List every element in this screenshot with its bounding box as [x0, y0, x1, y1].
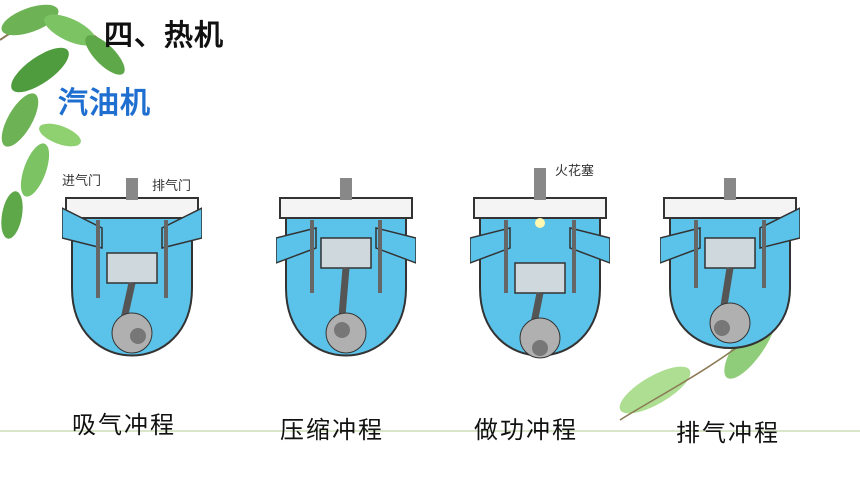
leaves-decoration: [0, 4, 125, 239]
intake-stroke-diagram: [62, 178, 202, 357]
exhaust-valve-label: 排气门: [152, 179, 192, 194]
slide-subtitle: 汽油机: [58, 86, 151, 121]
spark-plug-label: 火花塞: [555, 164, 595, 179]
exhaust-stroke-diagram: [660, 178, 800, 349]
slide-title: 四、热机: [104, 18, 225, 52]
power-stroke-diagram: [470, 168, 610, 359]
intake-stroke-caption: 吸气冲程: [72, 411, 176, 439]
power-stroke-caption: 做功冲程: [474, 416, 578, 444]
exhaust-stroke-caption: 排气冲程: [676, 419, 780, 447]
intake-valve-label: 进气门: [62, 174, 102, 189]
baseline-divider: [0, 430, 860, 432]
compression-stroke-diagram: [276, 178, 416, 357]
compression-stroke-caption: 压缩冲程: [280, 416, 384, 444]
